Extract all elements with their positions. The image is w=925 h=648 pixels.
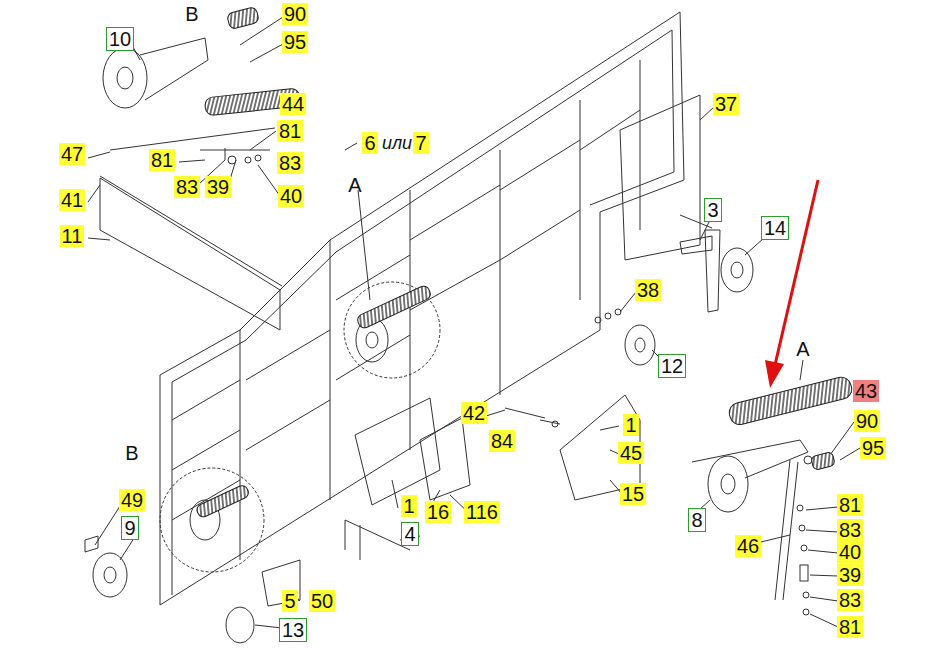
callout-number: 39 xyxy=(837,564,863,586)
callout-number: 81 xyxy=(277,120,303,142)
callout-number: 81 xyxy=(837,494,863,516)
view-letter: B xyxy=(123,442,140,464)
view-letter: B xyxy=(183,3,200,25)
callout-number: 83 xyxy=(837,589,863,611)
callout-number: 40 xyxy=(278,185,304,207)
callout-number: 46 xyxy=(735,535,761,557)
callout-number: 1 xyxy=(623,414,638,436)
callout-number: 83 xyxy=(837,519,863,541)
callout-number: 49 xyxy=(119,489,145,511)
callout-number: 41 xyxy=(59,189,85,211)
callout-number: 11 xyxy=(60,225,85,247)
callout-number: 15 xyxy=(620,483,646,505)
callout-number: 8 xyxy=(688,508,705,532)
view-letter: A xyxy=(794,338,811,360)
callout-number: 38 xyxy=(635,279,661,301)
callout-number: 1 xyxy=(401,495,416,517)
callout-number: 40 xyxy=(837,541,863,563)
callout-number: 95 xyxy=(860,437,886,459)
callout-number: 37 xyxy=(713,93,739,115)
callout-number: 39 xyxy=(205,176,231,198)
callout-number: 14 xyxy=(761,216,789,240)
callout-number: 5 xyxy=(282,590,297,612)
callout-number: 83 xyxy=(277,152,303,174)
callout-number: 10 xyxy=(106,27,134,51)
callout-number: 47 xyxy=(59,143,85,165)
callout-number: 81 xyxy=(149,149,175,171)
callout-number: 6 xyxy=(362,132,377,154)
callout-number: 3 xyxy=(704,198,721,222)
callout-number: 95 xyxy=(282,31,308,53)
callout-number: 50 xyxy=(309,590,335,612)
callout-number: 81 xyxy=(837,616,863,638)
view-letter: A xyxy=(346,174,363,196)
callout-number: 44 xyxy=(280,93,306,115)
callout-number: 90 xyxy=(854,410,880,432)
callout-number: 7 xyxy=(413,132,428,154)
callout-number: 42 xyxy=(461,402,487,424)
callout-number: или xyxy=(380,132,414,154)
callout-number: 84 xyxy=(489,430,515,452)
callout-number: 90 xyxy=(282,3,308,25)
callout-number: 83 xyxy=(174,176,200,198)
callout-number: 116 xyxy=(464,501,500,523)
callout-number: 45 xyxy=(618,442,644,464)
callout-number: 13 xyxy=(279,618,307,642)
callout-number: 43 xyxy=(853,380,879,402)
callout-number: 12 xyxy=(658,354,686,378)
callout-number: 4 xyxy=(401,522,418,546)
callout-number: 9 xyxy=(121,516,138,540)
callout-number: 16 xyxy=(425,501,451,523)
